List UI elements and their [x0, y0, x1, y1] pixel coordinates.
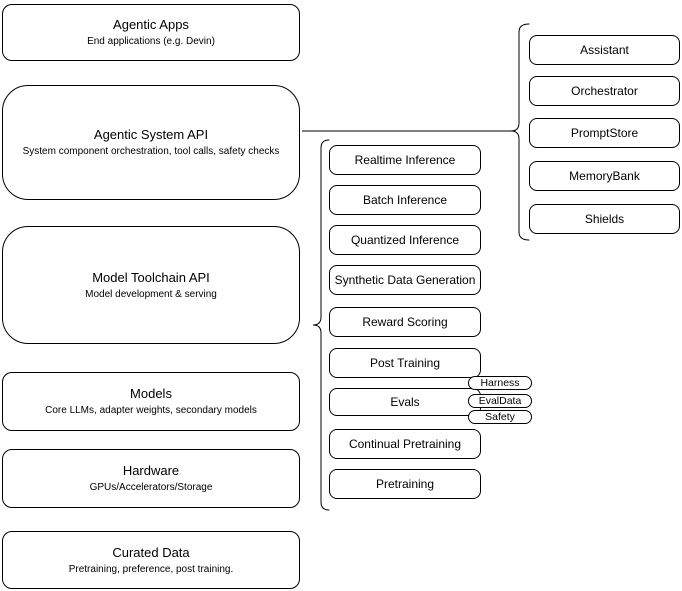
node-label: Synthetic Data Generation — [334, 273, 476, 287]
node-label: Evals — [390, 395, 420, 409]
node-models: Models Core LLMs, adapter weights, secon… — [2, 372, 300, 431]
node-continual-pretraining: Continual Pretraining — [329, 429, 481, 459]
node-label: Realtime Inference — [354, 153, 456, 167]
node-subtitle: System component orchestration, tool cal… — [22, 146, 280, 157]
tag-safety: Safety — [468, 410, 532, 424]
node-hardware: Hardware GPUs/Accelerators/Storage — [2, 449, 300, 508]
node-curated-data: Curated Data Pretraining, preference, po… — [2, 531, 300, 589]
node-memorybank: MemoryBank — [529, 161, 680, 191]
node-title: Hardware — [122, 463, 180, 478]
node-title: Agentic System API — [93, 127, 209, 142]
node-label: Quantized Inference — [350, 233, 460, 247]
node-subtitle: Pretraining, preference, post training. — [68, 563, 234, 575]
tag-label: Harness — [480, 377, 520, 389]
node-post-training: Post Training — [329, 348, 481, 378]
brace-toolchain — [312, 139, 330, 511]
tag-label: EvalData — [478, 395, 522, 407]
node-label: Reward Scoring — [362, 315, 448, 329]
brace-system-components — [510, 23, 530, 241]
node-title: Models — [130, 386, 172, 401]
node-model-toolchain-api: Model Toolchain API Model development & … — [2, 226, 300, 344]
tag-label: Safety — [485, 411, 515, 423]
node-label: Batch Inference — [362, 193, 448, 207]
node-label: Assistant — [580, 43, 629, 57]
node-title: Model Toolchain API — [92, 269, 210, 285]
node-quantized-inference: Quantized Inference — [329, 225, 481, 255]
node-title: Agentic Apps — [113, 17, 189, 32]
node-subtitle: Core LLMs, adapter weights, secondary mo… — [45, 405, 257, 416]
tag-harness: Harness — [468, 376, 532, 390]
node-realtime-inference: Realtime Inference — [329, 145, 481, 175]
node-label: Shields — [584, 212, 625, 226]
node-assistant: Assistant — [529, 35, 680, 65]
node-synthetic-data-generation: Synthetic Data Generation — [329, 265, 481, 295]
node-label: Orchestrator — [571, 84, 638, 98]
node-agentic-system-api: Agentic System API System component orch… — [2, 85, 300, 200]
node-label: Post Training — [369, 356, 441, 370]
node-orchestrator: Orchestrator — [529, 76, 680, 106]
node-evals: Evals — [329, 388, 481, 416]
node-title: Curated Data — [112, 544, 190, 560]
node-subtitle: GPUs/Accelerators/Storage — [89, 482, 213, 493]
node-label: PromptStore — [570, 126, 639, 140]
node-agentic-apps: Agentic Apps End applications (e.g. Devi… — [2, 4, 300, 61]
node-label: Pretraining — [375, 477, 435, 491]
node-promptstore: PromptStore — [529, 118, 680, 148]
node-subtitle: Model development & serving — [85, 288, 217, 300]
node-subtitle: End applications (e.g. Devin) — [87, 36, 215, 47]
node-label: MemoryBank — [569, 169, 640, 183]
node-shields: Shields — [529, 204, 680, 234]
node-pretraining: Pretraining — [329, 469, 481, 499]
node-reward-scoring: Reward Scoring — [329, 307, 481, 337]
node-label: Continual Pretraining — [348, 437, 462, 451]
node-batch-inference: Batch Inference — [329, 185, 481, 215]
tag-evaldata: EvalData — [468, 394, 532, 408]
